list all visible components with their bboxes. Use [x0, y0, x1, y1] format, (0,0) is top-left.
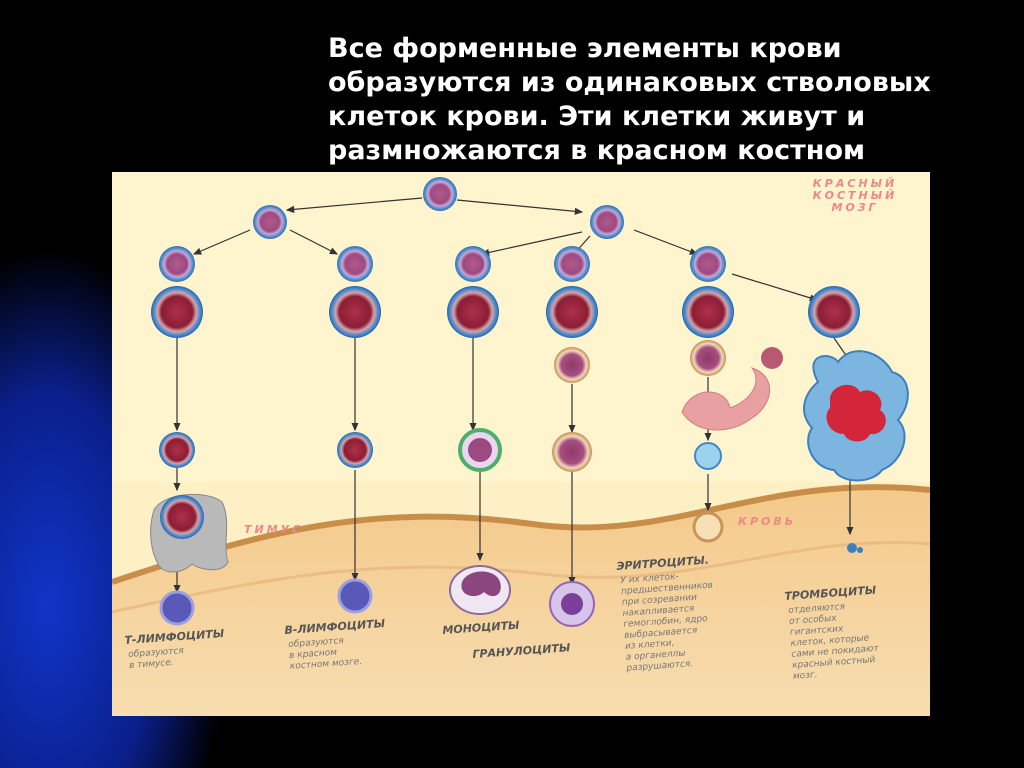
- note-b-lymphocytes: образуются в красном костном мозге.: [288, 635, 363, 673]
- monocyte-nucleus: [461, 571, 501, 597]
- erythrocyte-disc: [694, 442, 722, 470]
- gran-precursor-1: [554, 246, 590, 282]
- b-lymphocyte: [337, 578, 373, 614]
- megakaryocyte-nucleus: [826, 384, 886, 442]
- granulocyte-nucleus: [561, 593, 583, 615]
- t-precursor-2: [151, 286, 203, 338]
- blood-vessel-band: [112, 487, 930, 716]
- note-platelets: отделяются от особых гигантских клеток, …: [788, 600, 881, 683]
- diagram-canvas: [112, 172, 930, 716]
- stem-cell: [423, 177, 457, 211]
- region-marrow-line-2: КОСТНЫЙ: [812, 189, 898, 202]
- gran-precursor-2: [546, 286, 598, 338]
- myelocyte: [552, 432, 592, 472]
- b-precursor-2: [329, 286, 381, 338]
- blood-vessel-lower: [112, 540, 930, 614]
- heading-line-3: клеток крови. Эти клетки живут и: [328, 101, 866, 132]
- marrow-glow: [112, 172, 930, 482]
- b-precursor-3: [337, 432, 373, 468]
- note-erythrocytes: У их клеток- предшественников при созрев…: [620, 570, 719, 675]
- mega-precursor: [808, 286, 860, 338]
- label-blood: КРОВЬ: [738, 515, 797, 528]
- thymus-lymphocyte: [160, 495, 204, 539]
- label-red-bone-marrow: КРАСНЫЙ КОСТНЫЙ МОЗГ: [780, 178, 930, 214]
- hematopoiesis-diagram: КРАСНЫЙ КОСТНЫЙ МОЗГ ТИМУС КРОВЬ Т-ЛИМФО…: [112, 172, 930, 716]
- b-precursor-1: [337, 246, 373, 282]
- region-marrow-line-1: КРАСНЫЙ: [812, 177, 898, 190]
- region-marrow-line-3: МОЗГ: [831, 201, 879, 214]
- platelet-2: [857, 547, 863, 553]
- heading-line-1: Все форменные элементы крови: [328, 33, 842, 64]
- erythrocyte-mature: [692, 511, 724, 543]
- branch-arrows: [173, 197, 854, 594]
- lymphoid-progenitor: [253, 205, 287, 239]
- platelet: [847, 543, 857, 553]
- reticulocyte: [681, 367, 771, 431]
- ery-nucleus-expelled: [761, 347, 783, 369]
- ery-normoblast: [690, 340, 726, 376]
- monoblast-nucleus: [468, 438, 492, 462]
- mono-precursor-2: [447, 286, 499, 338]
- myeloid-progenitor: [590, 205, 624, 239]
- mono-precursor-1: [455, 246, 491, 282]
- gran-precursor-3: [554, 347, 590, 383]
- t-precursor-1: [159, 246, 195, 282]
- t-precursor-3: [159, 432, 195, 468]
- t-lymphocyte: [159, 590, 195, 626]
- blood-vessel-wall: [112, 484, 930, 585]
- ery-precursor-1: [690, 246, 726, 282]
- note-t-lymphocytes: образуются в тимусе.: [128, 646, 185, 672]
- label-thymus: ТИМУС: [244, 523, 304, 536]
- heading-line-2: образуются из одинаковых стволовых: [328, 67, 931, 98]
- slide-heading: Все форменные элементы крови образуются …: [328, 32, 1008, 168]
- heading-line-4: размножаются в красном костном: [328, 135, 866, 166]
- ery-precursor-2: [682, 286, 734, 338]
